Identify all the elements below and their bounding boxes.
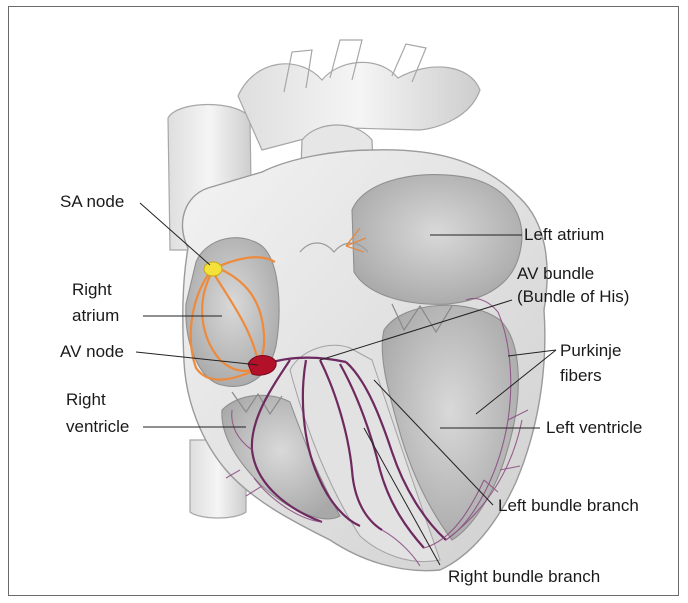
label-av-node: AV node — [60, 342, 124, 361]
label-right-ventricle-line1: Right — [66, 390, 106, 409]
label-purkinje-line2: fibers — [560, 366, 602, 385]
label-purkinje-line1: Purkinje — [560, 341, 621, 360]
label-av-bundle-line1: AV bundle — [517, 264, 594, 283]
left-atrium-chamber — [352, 175, 522, 305]
label-left-bundle-branch: Left bundle branch — [498, 496, 639, 515]
sa-node-marker — [204, 262, 222, 276]
label-right-bundle-branch: Right bundle branch — [448, 567, 600, 586]
label-left-ventricle: Left ventricle — [546, 418, 642, 437]
label-right-atrium-line1: Right — [72, 280, 112, 299]
label-sa-node: SA node — [60, 192, 124, 211]
label-right-atrium-line2: atrium — [72, 306, 119, 325]
label-right-ventricle-line2: ventricle — [66, 417, 129, 436]
label-av-bundle-line2: (Bundle of His) — [517, 287, 629, 306]
label-left-atrium: Left atrium — [524, 225, 604, 244]
